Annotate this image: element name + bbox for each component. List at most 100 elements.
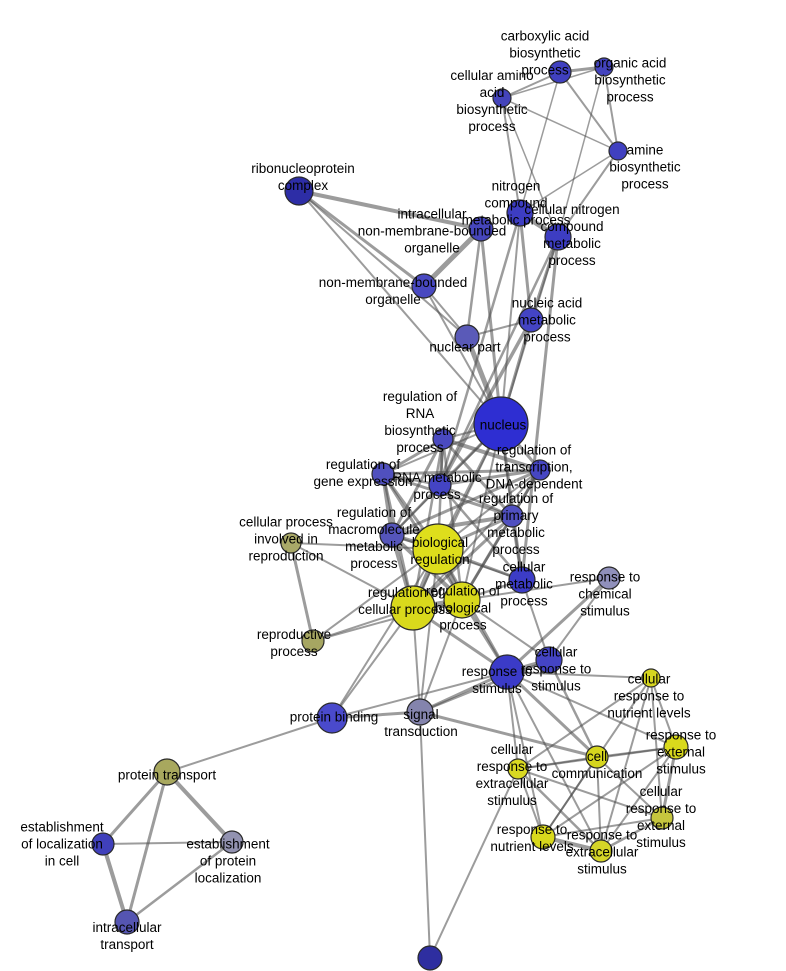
edge-organic-acid--amine [603, 66, 619, 152]
edge-reg-rna--reg-biological [441, 437, 464, 602]
node-intracellular-transport[interactable] [114, 909, 140, 935]
edge-reg-macromolecule--reg-primary [390, 514, 514, 537]
node-reg-rna[interactable] [432, 428, 454, 450]
edge-reg-transcription--reg-gene-expression [381, 468, 542, 476]
node-signal-transduction[interactable] [406, 698, 434, 726]
node-nitrogen-compound[interactable] [506, 199, 534, 227]
label-nuclear-part: nuclear part [429, 340, 501, 355]
label-protein-binding: protein binding [290, 710, 379, 725]
edge-reg-rna--reg-macromolecule [390, 437, 445, 537]
edge-amine--cellular-nitrogen [557, 150, 619, 238]
node-cell-resp-nutrient[interactable] [641, 668, 661, 688]
edge-resp-stimulus--cell-resp-nutrient [506, 671, 652, 679]
node-organic-acid[interactable] [594, 57, 614, 77]
node-est-localization-cell[interactable] [91, 832, 115, 856]
node-resp-extracellular[interactable] [589, 839, 613, 863]
edge-nucleus--reg-biological [461, 423, 502, 601]
edge-resp-external--resp-nutrient [542, 746, 677, 838]
label-nucleus: nucleus [480, 418, 527, 433]
edge-nitrogen-compound--nucleic-acid [518, 211, 533, 322]
edge-protein-transport--intracellular-transport [125, 770, 169, 924]
edge-carboxylic-acid--nitrogen-compound [519, 71, 561, 214]
node-reg-gene-expression[interactable] [371, 462, 395, 486]
edge-protein-transport--est-protein-localization [165, 770, 234, 844]
node-rna-metabolic[interactable] [428, 473, 452, 497]
edge-resp-stimulus--resp-nutrient [506, 671, 544, 838]
edge-est-protein-localization--intracellular-transport [125, 840, 234, 924]
node-resp-stimulus[interactable] [489, 654, 525, 690]
edge-resp-stimulus--resp-external [506, 671, 677, 748]
node-reg-primary[interactable] [500, 504, 524, 528]
node-resp-chemical[interactable] [597, 566, 621, 590]
edge-cell-resp-nutrient--resp-extracellular [600, 677, 652, 852]
node-est-protein-localization[interactable] [220, 830, 244, 854]
edge-amino-acid--cellular-nitrogen [501, 97, 559, 238]
edge-organic-acid--amino-acid [501, 66, 605, 99]
edge-rnp-complex--nucleus [298, 190, 502, 425]
node-resp-nutrient[interactable] [530, 824, 556, 850]
edge-nitrogen-compound--nucleus [500, 212, 521, 425]
label-protein-transport: protein transport [118, 768, 217, 783]
node-nucleus[interactable] [473, 396, 529, 452]
node-cellular-nitrogen[interactable] [544, 223, 572, 251]
edge-reg-rna--reg-primary [441, 437, 514, 518]
node-nuclear-part[interactable] [454, 324, 480, 350]
edge-intracellular-organelle--nuclear-part [465, 227, 483, 339]
edge-protein-binding--protein-transport [166, 717, 333, 773]
node-resp-external[interactable] [663, 734, 689, 760]
edge-amine--nitrogen-compound [519, 150, 619, 214]
node-reg-macromolecule[interactable] [379, 522, 405, 548]
node-reg-transcription[interactable] [529, 459, 551, 481]
node-nmb-organelle[interactable] [411, 273, 437, 299]
node-biological-regulation[interactable] [412, 523, 464, 575]
edge-est-localization-cell--intracellular-transport [101, 842, 129, 924]
node-amine[interactable] [608, 141, 628, 161]
node-cell-communication[interactable] [585, 745, 609, 769]
node-amino-acid[interactable] [492, 88, 512, 108]
node-cellular-metabolic[interactable] [508, 566, 536, 594]
node-repro-cellular[interactable] [280, 532, 302, 554]
node-reproductive[interactable] [301, 629, 325, 653]
edge-resp-external--resp-extracellular [600, 746, 677, 852]
edge-intracellular-organelle--nucleus [479, 227, 503, 426]
node-cell-resp-stimulus[interactable] [535, 646, 563, 674]
node-reg-cellular[interactable] [390, 585, 436, 631]
edge-rna-metabolic--cellular-metabolic [438, 483, 524, 582]
edge-cell-communication--cell-resp-external [596, 756, 663, 819]
edge-signal-transduction--biological-regulation [419, 548, 439, 713]
node-protein-transport[interactable] [153, 758, 181, 786]
edge-intracellular-organelle--nmb-organelle [421, 226, 484, 289]
node-rnp-complex[interactable] [284, 176, 314, 206]
node-nucleic-acid[interactable] [518, 307, 544, 333]
node-bottom-node[interactable] [417, 945, 443, 971]
edge-cell-communication--signal-transduction [418, 710, 599, 759]
edge-protein-binding--biological-regulation [331, 548, 439, 719]
node-cell-resp-extracellular[interactable] [507, 758, 529, 780]
node-reg-biological[interactable] [443, 581, 481, 619]
node-carboxylic-acid[interactable] [548, 60, 572, 84]
node-intracellular-organelle[interactable] [468, 216, 494, 242]
edge-reg-transcription--rna-metabolic [438, 468, 542, 487]
node-cell-resp-external[interactable] [650, 806, 674, 830]
edge-resp-chemical--resp-stimulus [505, 576, 611, 674]
edge-rnp-complex--intracellular-organelle [297, 189, 483, 231]
edge-cell-resp-extracellular--cell-resp-external [517, 768, 663, 819]
node-protein-binding[interactable] [316, 702, 348, 734]
edge-cell-communication--resp-extracellular [596, 756, 602, 852]
